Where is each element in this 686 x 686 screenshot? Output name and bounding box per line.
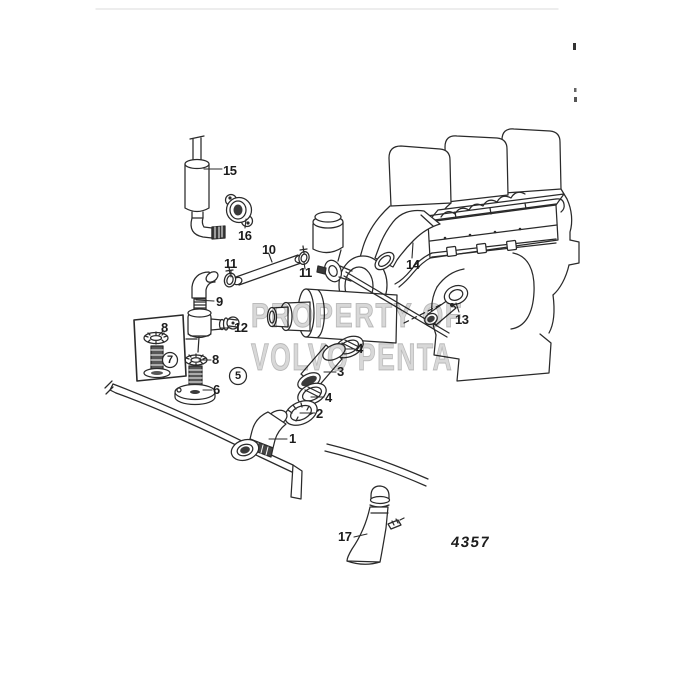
parts-kit-inset-box: [133, 314, 187, 382]
ref-circle-7: [161, 351, 179, 369]
page-artifacts: [95, 8, 577, 102]
engine-illustration: [338, 128, 580, 382]
mounting-stud-6: [174, 365, 216, 406]
clamp-ring-lower: [297, 382, 327, 406]
filter-cup: [312, 211, 344, 262]
hull-strip: [324, 443, 429, 487]
exhaust-hose: [374, 209, 441, 271]
banjo-bolt-12: [222, 316, 240, 331]
hose-clamp-left: [223, 266, 237, 288]
exhaust-manifold: [427, 191, 565, 259]
through-hull-elbow-1: [230, 409, 288, 462]
water-scoop-17: [346, 485, 405, 565]
exhaust-flange: [224, 193, 254, 228]
elbow-fitting-9: [191, 271, 219, 312]
connection-pipe-10: [232, 254, 305, 286]
leader-lines: [158, 168, 460, 538]
silencer: [266, 288, 398, 344]
hose-clamp-right: [298, 245, 310, 266]
lock-washer-mid: [184, 353, 208, 367]
exhaust-pipe-3: [297, 343, 346, 390]
muffler: [184, 135, 226, 240]
exhaust-elbow-13: [403, 284, 469, 326]
ref-circle-5: [228, 366, 248, 386]
tee-fitting: [185, 308, 226, 353]
manifold-drain-pipe: [394, 238, 557, 288]
flanged-fitting: [316, 259, 353, 283]
